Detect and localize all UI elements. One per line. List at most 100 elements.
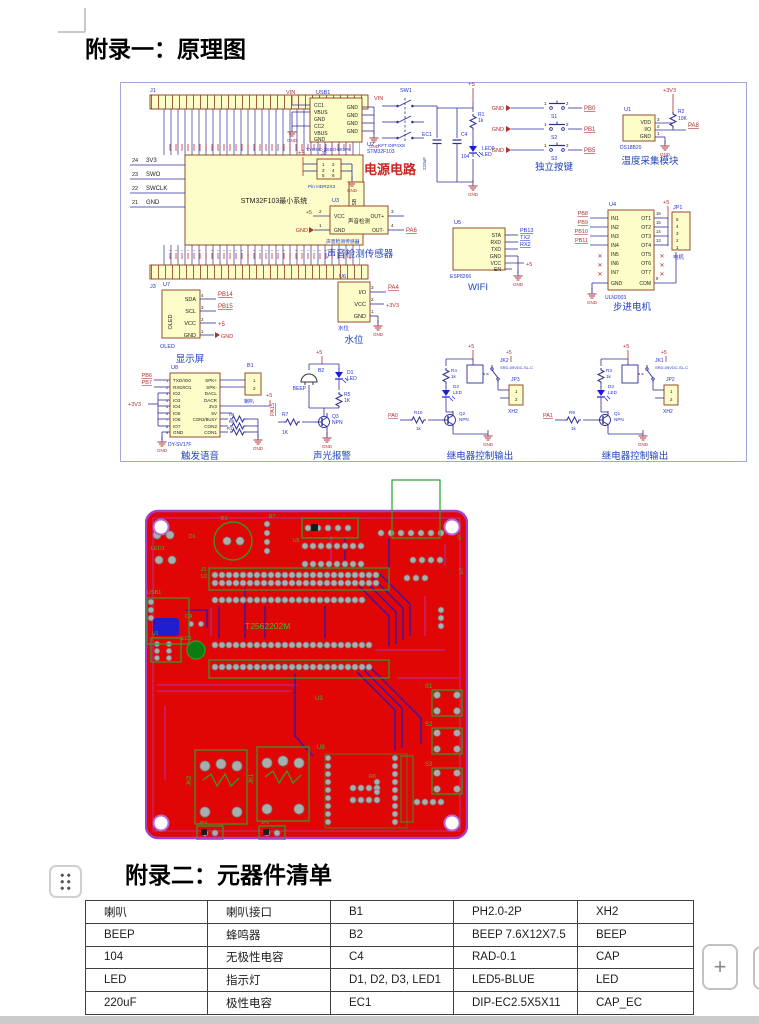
schematic-text: 1 [253, 378, 256, 383]
gnd-label: GND [660, 152, 671, 157]
table-cell: C4 [330, 945, 454, 970]
pcb-pad [199, 806, 211, 818]
silkscreen-text: U7 [459, 567, 465, 574]
pcb-pad [333, 560, 341, 568]
schematic-text: 3 [371, 285, 374, 290]
schematic-text: 9 [166, 430, 169, 435]
pcb-pad [246, 641, 254, 649]
table-cell: 喇叭接口 [207, 900, 331, 924]
pcb-pad [309, 596, 317, 604]
page-gap-bar [0, 1016, 759, 1024]
pcb-pad [302, 641, 310, 649]
mounting-hole [443, 518, 461, 536]
schematic-text: DS18B20 [620, 145, 642, 151]
pcb-pad [246, 663, 254, 671]
schematic-text: 24 [132, 158, 138, 164]
schematic-text: R4 [451, 368, 457, 373]
gnd-label: GND [347, 188, 358, 193]
pcb-pad [316, 596, 324, 604]
schematic-text: S3 [551, 156, 557, 162]
schematic-text: R8 [229, 419, 235, 424]
schematic-text: J3 [150, 284, 156, 290]
schematic-text: 4 [676, 224, 679, 229]
pcb-pad [231, 806, 243, 818]
pcb-pad [397, 529, 405, 537]
edge-button-fragment[interactable] [753, 946, 759, 990]
schematic-text: R3 [606, 368, 612, 373]
schematic-text: +5 [468, 344, 474, 350]
schematic-text: J2 [321, 151, 327, 157]
schematic-text: 14 [656, 229, 661, 234]
pcb-pad [263, 538, 271, 546]
schematic-text: 2 [515, 397, 518, 402]
pcb-pad [232, 579, 240, 587]
schematic-text: PA0 [388, 413, 398, 419]
pcb-pad [165, 654, 172, 661]
component-box [337, 281, 371, 323]
schematic-text: 4 [166, 398, 169, 403]
pcb-pad [211, 663, 219, 671]
gnd-label: GND [587, 300, 598, 305]
pcb-pad [421, 574, 429, 582]
schematic-text: 23 [132, 172, 138, 178]
schematic-text: 1 [670, 389, 673, 394]
schematic-text: ESP8266 [450, 274, 471, 280]
pcb-pad [302, 596, 310, 604]
pcb-pad [373, 778, 381, 786]
pcb-pad [295, 663, 303, 671]
schematic-text: LED [453, 390, 463, 395]
pcb-pad [267, 571, 275, 579]
schematic-text: LED [347, 376, 357, 382]
pcb-pad [351, 663, 359, 671]
schematic-text: OT2 [641, 225, 651, 231]
no-connect-x: ✕ [597, 254, 602, 260]
pcb-pad [453, 745, 461, 753]
schematic-text: 温度采集模块 [621, 155, 679, 167]
silkscreen-outline [146, 597, 190, 645]
schematic-text: 5 [166, 404, 169, 409]
pcb-pad [453, 769, 461, 777]
pin-header-ticks [150, 265, 368, 279]
insert-column-plus-button[interactable]: + [702, 944, 738, 990]
schematic-text: 15 [656, 220, 661, 225]
pcb-pad [211, 641, 219, 649]
square-pad [201, 829, 207, 835]
schematic-text: TX2 [520, 235, 530, 241]
schematic-text: 显示屏 [176, 354, 205, 365]
schematic-text: WIFI [468, 282, 488, 293]
schematic-text: 3 [657, 117, 660, 122]
pcb-pad [261, 757, 273, 769]
schematic-text: VCC [184, 321, 196, 327]
schematic-text: 22 [132, 186, 138, 192]
gnd-arrow [506, 126, 511, 132]
table-cell: RAD-0.1 [453, 945, 578, 970]
schematic-text: B1 [247, 363, 254, 369]
no-connect-x: ✕ [659, 263, 664, 269]
pcb-pad [453, 785, 461, 793]
schematic-text: OT1 [641, 216, 651, 222]
pcb-trace [370, 667, 422, 744]
pcb-pad [391, 770, 399, 778]
pcb-pad [309, 560, 317, 568]
gnd-arrow [309, 227, 314, 233]
pcb-pad [358, 641, 366, 649]
pcb-pad [167, 555, 177, 565]
schematic-text: TXD [491, 247, 501, 253]
silkscreen-outline [256, 746, 310, 822]
schematic-text: 3 [166, 391, 169, 396]
pin-label-row [165, 250, 355, 259]
schematic-text: PB6 [142, 373, 152, 379]
table-drag-handle[interactable] [49, 865, 82, 898]
gnd-arrow [506, 105, 511, 111]
schematic-text: PA6 [406, 228, 418, 234]
pcb-pad [391, 818, 399, 826]
schematic-text: U4 [609, 202, 616, 208]
pcb-pad [429, 798, 437, 806]
table-cell: BEEP [85, 922, 208, 947]
pcb-pad [391, 778, 399, 786]
pcb-pad [239, 663, 247, 671]
schematic-text: 触发语音 [181, 450, 219, 462]
pcb-pad [351, 579, 359, 587]
